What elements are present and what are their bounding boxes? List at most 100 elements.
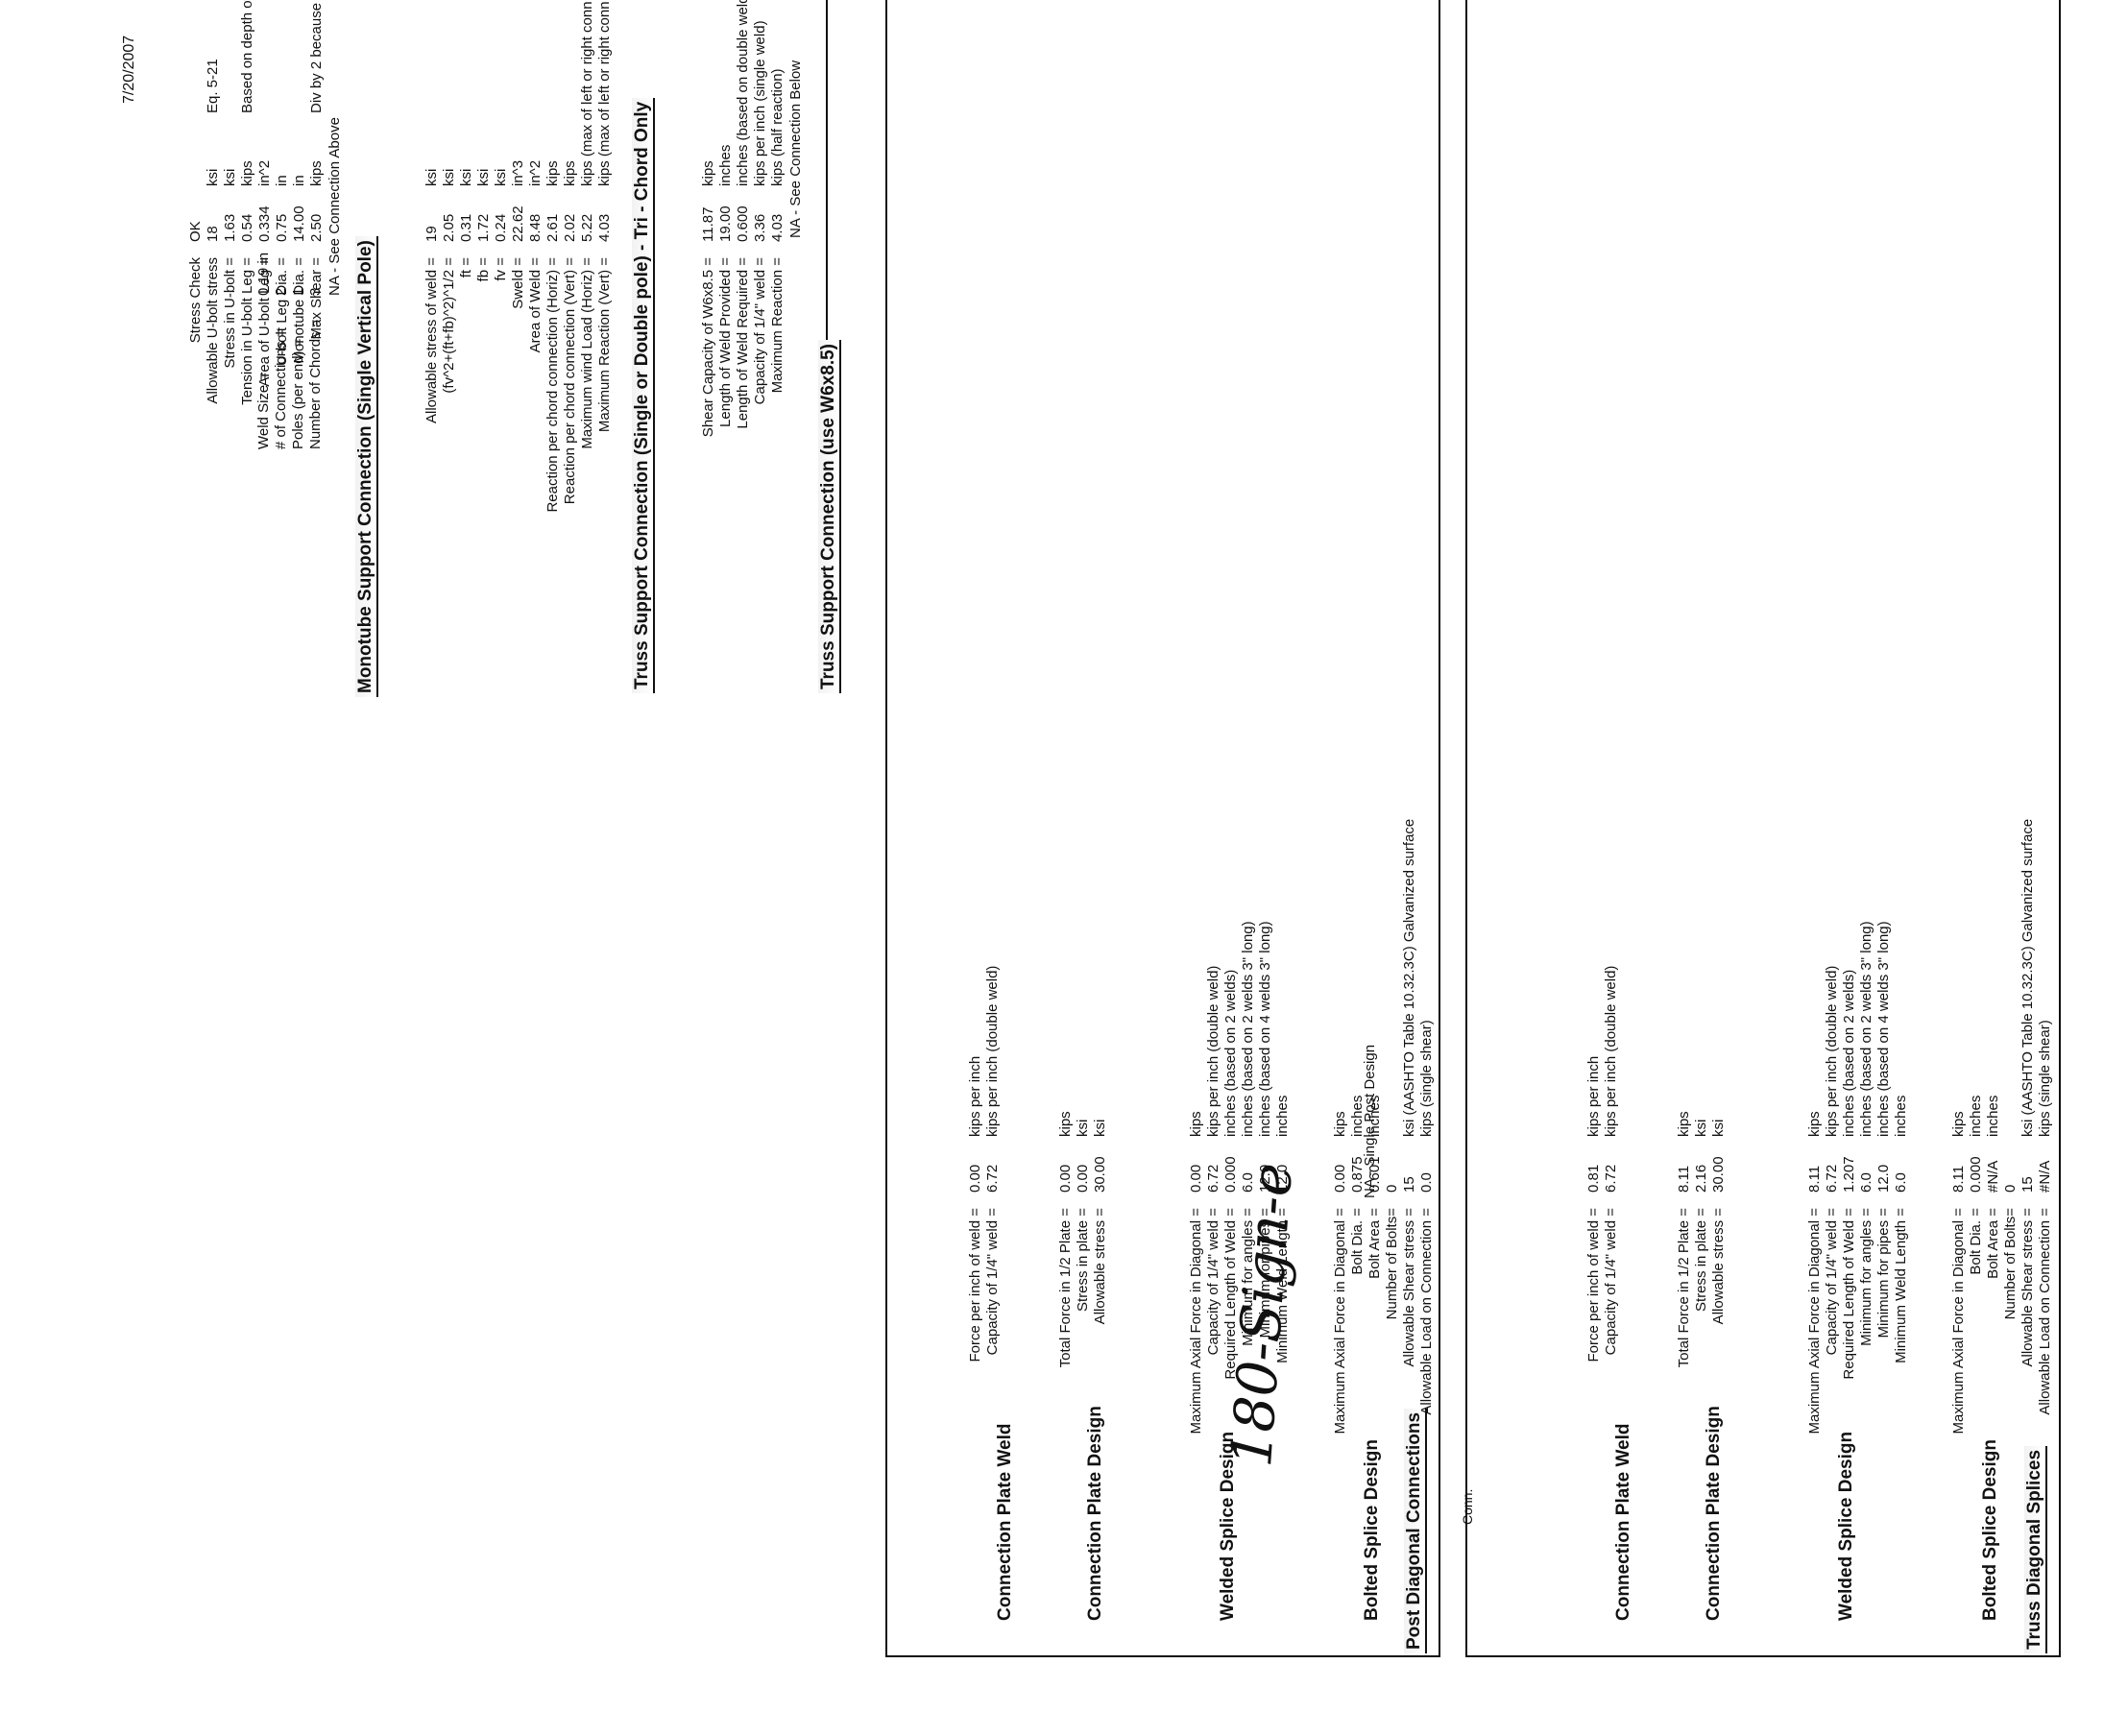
truss-support-tri-row-value: 2.61: [544, 213, 561, 242]
truss_diagonal_splices-plate_weld-row: Force per inch of weld = 0.81 kips per inc…: [1584, 459, 1604, 1611]
truss_diagonal_splices-bolted-row-value: #N/A: [2037, 1160, 2053, 1193]
truss_diagonal_splices-welded-row-unit: inches (based on 4 welds 3" long): [1875, 921, 1892, 1137]
monotube-row-label: Tension in U-bolt Leg =: [239, 257, 255, 405]
monotube-row-value: 2.50: [308, 213, 325, 242]
truss-support-w6-note: NA - See Connection Below: [787, 60, 804, 238]
truss_diagonal_splices-welded-row-unit: kips per inch (double weld): [1824, 965, 1840, 1137]
post_diagonal_connections-plate_weld-row-value: 6.72: [984, 1164, 1001, 1193]
post_diagonal_connections-plate-row: Allowable stress = 30.00 ksi: [1091, 459, 1110, 1611]
truss-support-w6-row-value: 4.03: [769, 213, 786, 242]
post_diagonal_connections-plate-row-label: Total Force in 1/2 Plate =: [1057, 1208, 1074, 1368]
truss-support-tri-row: Reaction per chord connection (Horiz) =2…: [544, 0, 563, 661]
truss_diagonal_splices-bolted-row-label: Bolt Area =: [1985, 1208, 2001, 1279]
truss_diagonal_splices-bolted-row-unit: inches: [1985, 1095, 2001, 1137]
truss-support-w6-row-value: 0.600: [735, 205, 751, 242]
truss-support-w6-row-label: Length of Weld Required =: [735, 257, 751, 429]
post_diagonal_connections-plate_weld-row-unit: kips per inch (double weld): [984, 965, 1001, 1137]
monotube-row: Tension in U-bolt Leg =0.54kipsBased on …: [238, 0, 257, 661]
monotube-row-comment: Eq. 5-21: [205, 59, 221, 113]
truss-support-tri-row-label: fb =: [475, 257, 492, 282]
truss_diagonal_splices-plate-row-label: Allowable stress =: [1710, 1208, 1727, 1325]
truss_diagonal_splices-welded-row-unit: inches (based on 2 welds): [1841, 969, 1857, 1137]
truss-support-tri-row-label: fv =: [493, 257, 509, 281]
truss-support-tri-row-value: 1.72: [475, 213, 492, 242]
truss-support-w6-row-label: Maximum Reaction =: [769, 257, 786, 394]
truss-support-tri-row-label: Allowable stress of weld =: [423, 257, 440, 423]
truss-support-tri-row: fv = 0.24 ksi: [492, 0, 511, 661]
truss-support-w6-row-label: Shear Capacity of W6x8.5 =: [700, 257, 716, 438]
truss-support-w6-row-label: Length of Weld Provided =: [717, 257, 734, 427]
truss_diagonal_splices-welded-row-value: 1.207: [1841, 1156, 1857, 1193]
truss-support-w6-row-value: 11.87: [700, 206, 716, 242]
truss_diagonal_splices-bolted-row-value: 0.000: [1968, 1156, 1984, 1193]
post_diagonal_connections-bolted-row-label: Bolt Area =: [1366, 1208, 1383, 1279]
post_diagonal_connections-welded-row-unit: inches: [1274, 1095, 1291, 1137]
post_diagonal_connections-plate-row-unit: ksi: [1092, 1119, 1108, 1137]
handwritten-note: Conn.: [1460, 1488, 1475, 1525]
post_diagonal_connections-welded-row-unit: kips per inch (double weld): [1205, 965, 1221, 1137]
truss_diagonal_splices-plate_weld-row-value: 0.81: [1585, 1164, 1602, 1193]
post_diagonal_connections-plate-row-value: 30.00: [1092, 1156, 1108, 1193]
truss_diagonal_splices-plate_weld-row-label: Force per inch of weld =: [1585, 1208, 1602, 1362]
truss-support-tri-row-unit: in^3: [510, 159, 526, 186]
truss_diagonal_splices-welded-row-unit: inches (based on 2 welds 3" long): [1858, 921, 1874, 1137]
post_diagonal_connections-plate-row-label: Allowable stress =: [1092, 1208, 1108, 1325]
post_diagonal_connections-welded-row-value: 6.72: [1205, 1164, 1221, 1193]
truss-support-tri-row-label: Maximum Reaction (Vert) =: [596, 257, 613, 433]
truss-support-tri-row-value: 0.24: [493, 213, 509, 242]
post_diagonal_connections-welded-row-unit: inches (based on 2 welds 3" long): [1240, 921, 1256, 1137]
truss_diagonal_splices-bolted-row: Number of Bolts=0: [2001, 459, 2020, 1611]
truss-support-tri-row-value: 5.22: [579, 213, 595, 242]
truss-support-tri-row-unit: kips: [562, 160, 578, 186]
monotube-note: NA - See Connection Above: [326, 117, 343, 296]
monotube-row-unit: in: [274, 175, 290, 186]
post_diagonal_connections-plate_weld-row-value: 0.00: [967, 1164, 983, 1193]
post_diagonal_connections-plate_weld-row-label: Force per inch of weld =: [967, 1208, 983, 1362]
monotube-row-unit: ksi: [222, 168, 238, 186]
monotube-row-value: 0.75: [274, 213, 290, 242]
monotube-row-unit: ksi: [205, 168, 221, 186]
post_diagonal_connections-bolted-row-label: Allowable Shear stress =: [1401, 1208, 1417, 1367]
truss_diagonal_splices-welded-row-value: 6.0: [1858, 1172, 1874, 1193]
post_diagonal_connections-welded-row-label: Maximum Axial Force in Diagonal =: [1188, 1208, 1204, 1435]
truss_diagonal_splices-bolted-row-label: Number of Bolts=: [2002, 1208, 2019, 1320]
truss-support-tri-row-label: ft =: [458, 257, 474, 278]
truss_diagonal_splices-plate_weld-row-unit: kips per inch (double weld): [1603, 965, 1619, 1137]
monotube-row-value: 0.334: [256, 205, 273, 242]
post_diagonal_connections-bolted-row-value: 0.00: [1332, 1164, 1348, 1193]
monotube-row-value: 1.63: [222, 213, 238, 242]
post_diagonal_connections-welded-row-value: 12.0: [1274, 1164, 1291, 1193]
post_diagonal_connections-welded-row-unit: kips: [1188, 1111, 1204, 1137]
truss-support-w6-row-unit: inches: [717, 144, 734, 186]
truss_diagonal_splices-plate_weld-row-unit: kips per inch: [1585, 1055, 1602, 1137]
monotube-row-value: OK: [187, 221, 204, 242]
truss_diagonal_splices-plate_weld-row-value: 6.72: [1603, 1164, 1619, 1193]
truss-support-tri-row-label: Maximum wind Load (Horiz) =: [579, 257, 595, 449]
post_diagonal_connections-welded-row-label: Capacity of 1/4" weld =: [1205, 1208, 1221, 1356]
truss_diagonal_splices-welded-row-value: 6.72: [1824, 1164, 1840, 1193]
post_diagonal_connections-plate_weld-row-unit: kips per inch: [967, 1055, 983, 1137]
post_diagonal_connections-bolted-row-label: Allowable Load on Connection =: [1418, 1208, 1435, 1415]
truss-support-tri-row-value: 4.03: [596, 213, 613, 242]
truss-support-tri-row-unit: ksi: [493, 168, 509, 186]
truss-support-w6-row-unit: kips per inch (single weld): [752, 20, 768, 186]
